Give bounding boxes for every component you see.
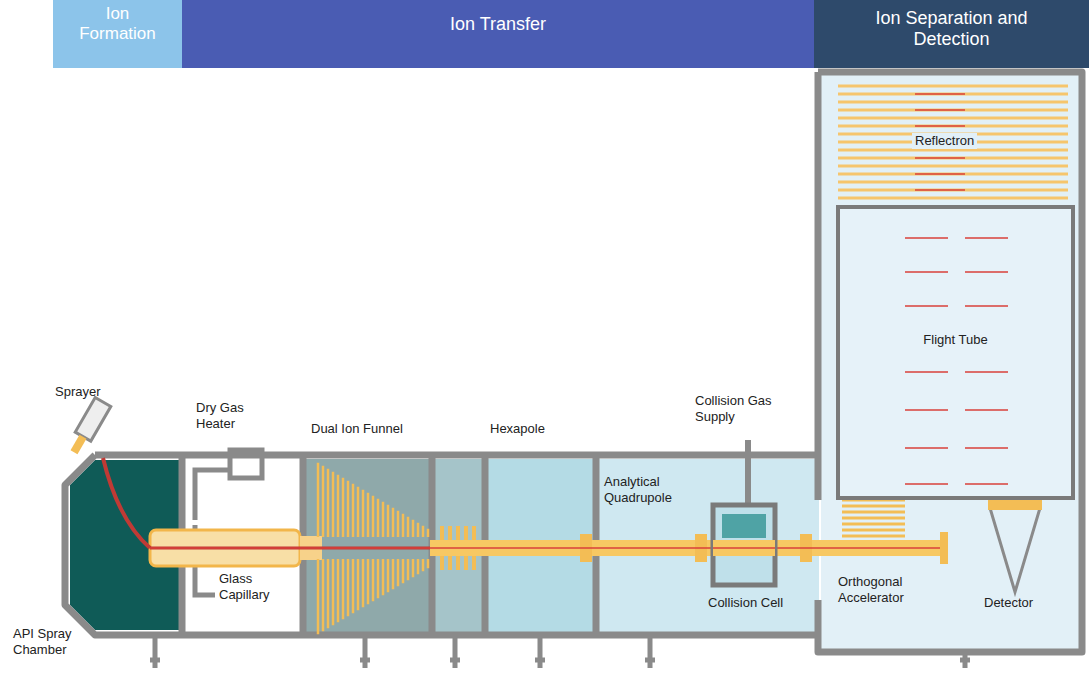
illustration-stroke [360,638,370,668]
illustration-stroke [905,271,948,273]
collision-cell [713,440,775,585]
illustration-stroke [75,398,111,442]
illustration-stroke [71,435,87,455]
stage-band: Ion Formation [53,0,182,68]
part-label: Reflectron [912,133,977,149]
ion-beam [150,532,948,564]
illustration-stroke [965,305,1008,307]
illustration-stroke [838,85,1068,88]
part-label: Collision Gas Supply [695,393,795,425]
illustration-stroke [66,398,111,457]
illustration-stroke [838,197,1068,200]
reflectron-grid [838,86,1068,198]
illustration-stroke [905,483,948,485]
illustration-stroke [103,458,150,548]
illustration-stroke [838,165,1068,168]
illustration-stroke [990,508,1040,592]
illustration-stroke [842,511,905,514]
flight-tube-box: Flight Tube [836,205,1075,500]
part-label: Dual Ion Funnel [311,421,403,437]
illustration-stroke [842,523,905,526]
stage-band: Ion Separation and Detection [814,0,1089,68]
illustration-stroke [838,173,1068,176]
part-label: Detector [984,595,1033,611]
illustration-stroke [965,237,1008,239]
illustration-stroke [905,447,948,449]
illustration-stroke [713,505,775,585]
flight-tube-ion-paths [905,238,1008,484]
illustration-stroke [821,75,1079,649]
illustration-stroke [150,547,945,549]
illustration-stroke [915,157,965,159]
part-label: Orthogonal Accelerator [838,574,934,606]
illustration-stroke [915,173,965,175]
part-label: Collision Cell [708,595,783,611]
illustration-stroke [915,189,965,191]
illustration-stroke [842,535,905,538]
part-label: Dry Gas Heater [196,400,268,432]
illustration-stroke [965,271,1008,273]
illustration-stroke [450,638,460,668]
illustration-stroke [965,371,1008,373]
illustration-stroke [940,532,948,564]
illustration-stroke [905,371,948,373]
illustration-stroke [842,529,905,532]
illustration-stroke [842,505,905,508]
illustration-stroke [965,483,1008,485]
illustration-stroke [905,237,948,239]
illustration-stroke [836,205,1075,500]
illustration-stroke [915,109,965,111]
illustration-stroke [905,409,948,411]
illustration-stroke [838,93,1068,96]
illustration-stroke [713,540,775,556]
illustration-stroke [535,638,545,668]
illustration-stroke [745,440,751,512]
illustration-stroke [965,409,1008,411]
detector [988,500,1042,592]
part-label: Flight Tube [848,333,1063,348]
illustration-stroke [988,500,1042,510]
illustration-stroke [838,109,1068,112]
illustration-stroke [838,157,1068,160]
sprayer [66,398,150,548]
orthogonal-accelerator [842,500,905,536]
pump-ports [150,638,970,668]
illustration-stroke [965,447,1008,449]
illustration-stroke [306,459,430,632]
illustration-stroke [915,93,965,95]
illustration-stroke [195,450,262,520]
part-label: API Spray Chamber [13,626,93,658]
housing-fills [70,75,1079,649]
illustration-stroke [842,517,905,520]
tube-outline [65,72,1082,652]
illustration-stroke [150,638,160,668]
stage-title: Ion Separation and Detection [837,8,1067,49]
illustration-stroke [915,125,965,127]
illustration-stroke [818,72,1082,652]
stage-title: Ion Transfer [190,14,806,35]
illustration-stroke [645,638,655,668]
stage-title: Ion Formation [78,4,158,43]
illustration-stroke [905,305,948,307]
illustration-stroke [722,514,766,538]
illustration-stroke [713,547,775,549]
illustration-stroke [960,655,970,668]
part-label: Hexapole [490,421,545,437]
part-label: Glass Capillary [219,571,281,603]
illustration-stroke [838,125,1068,128]
illustration-stroke [838,189,1068,192]
part-label: Analytical Quadrupole [604,474,694,506]
illustration-stroke [838,117,1068,120]
illustration-stroke [838,101,1068,104]
illustration-stroke [838,181,1068,184]
part-label: Sprayer [55,384,101,400]
stage-band: Ion Transfer [182,0,814,68]
